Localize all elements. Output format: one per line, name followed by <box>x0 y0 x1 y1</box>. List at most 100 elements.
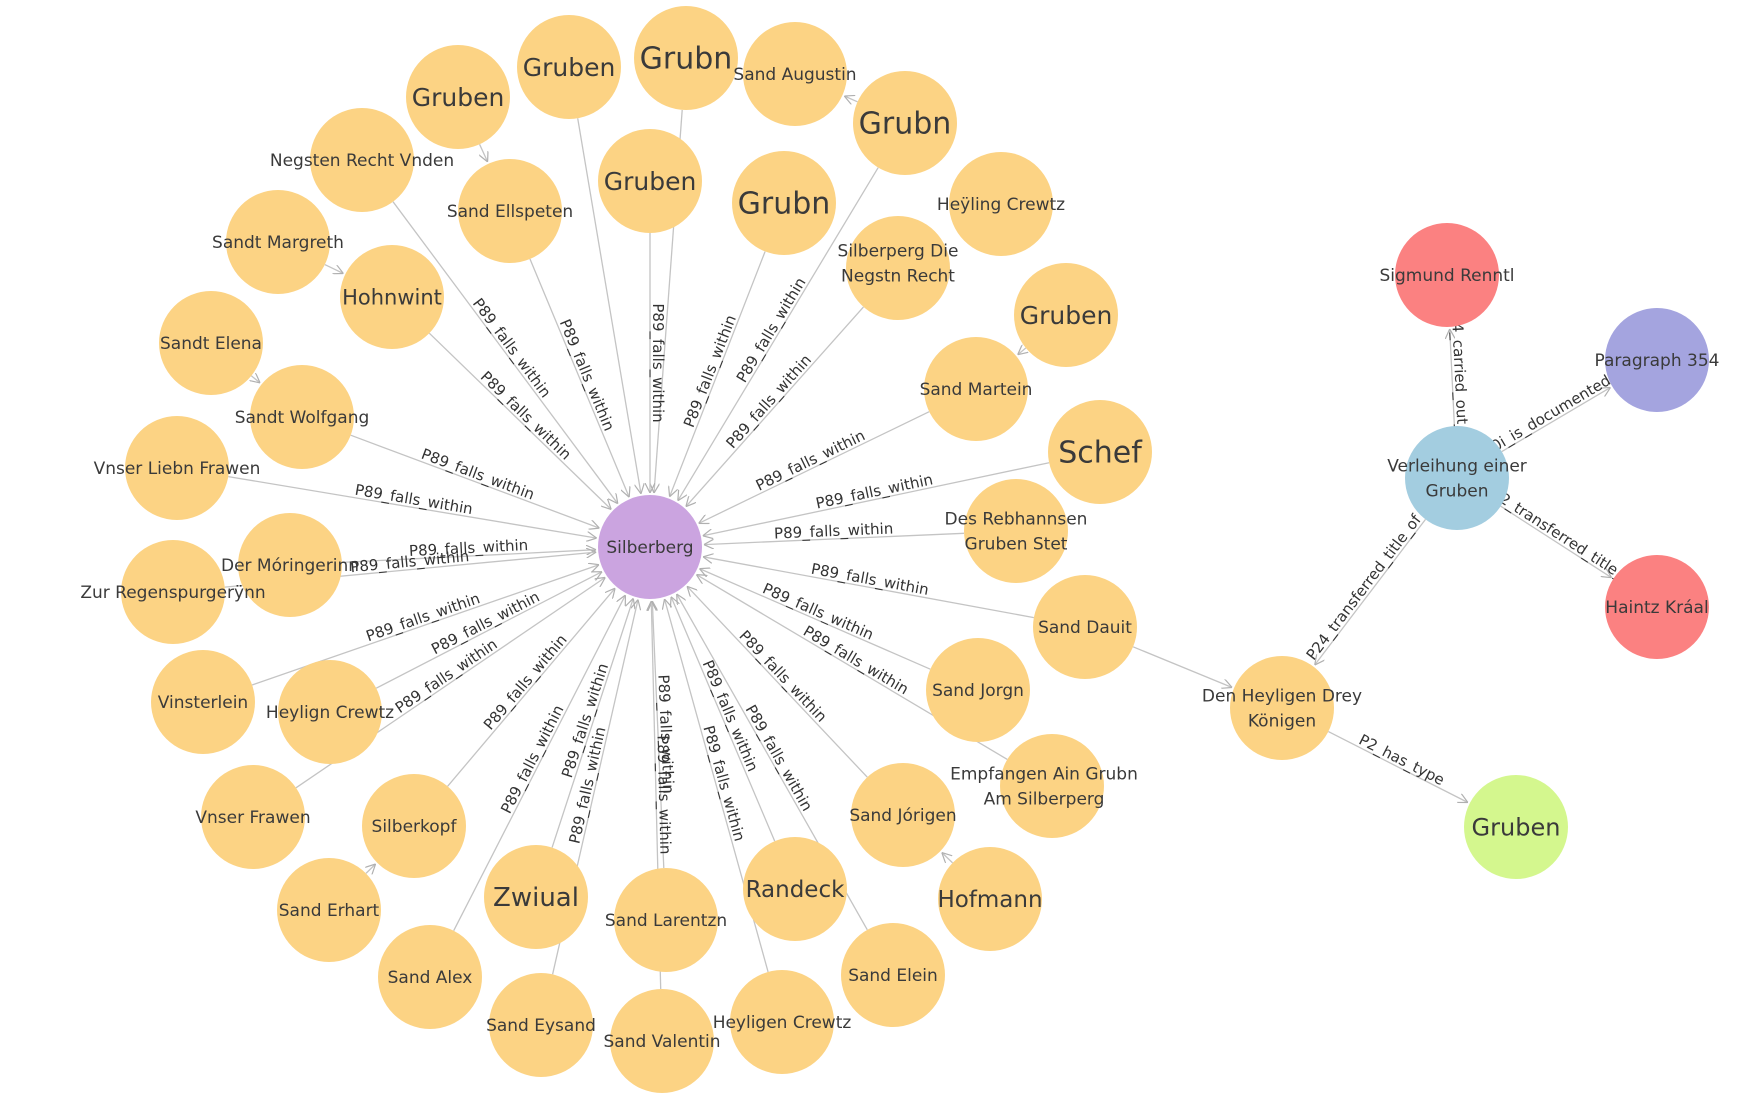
node-sand_eysand[interactable]: Sand Eysand <box>486 973 596 1077</box>
node-circle[interactable] <box>732 151 836 255</box>
node-circle[interactable] <box>743 837 847 941</box>
node-gruben1[interactable]: Gruben <box>406 45 510 149</box>
node-gruben3[interactable]: Gruben <box>598 129 702 233</box>
node-sand_jorgn[interactable]: Sand Jorgn <box>926 638 1030 742</box>
node-circle[interactable] <box>151 650 255 754</box>
node-circle[interactable] <box>853 71 957 175</box>
node-heylign_crewtz[interactable]: Heylign Crewtz <box>266 660 394 764</box>
node-label: Der Móringerinn <box>221 556 359 576</box>
node-zur_regensp[interactable]: Zur Regenspurgerÿnn <box>80 540 266 644</box>
node-circle[interactable] <box>238 513 342 617</box>
node-circle[interactable] <box>310 108 414 212</box>
node-gruben4[interactable]: Gruben <box>1014 263 1118 367</box>
node-heyling_crewtz[interactable]: Heÿling Crewtz <box>937 152 1065 256</box>
node-haintz[interactable]: Haintz Kráal <box>1605 555 1709 659</box>
node-circle[interactable] <box>634 6 738 110</box>
node-circle[interactable] <box>1000 734 1104 838</box>
node-zwiual[interactable]: Zwiual <box>484 845 588 949</box>
node-grubn3[interactable]: Grubn <box>732 151 836 255</box>
node-circle[interactable] <box>1048 400 1152 504</box>
node-sand_valentin[interactable]: Sand Valentin <box>603 989 721 1093</box>
node-label: Vnser Frawen <box>195 808 310 828</box>
node-sand_elein[interactable]: Sand Elein <box>841 923 945 1027</box>
node-sandt_wolfgang[interactable]: Sandt Wolfgang <box>235 365 370 469</box>
node-circle[interactable] <box>926 638 1030 742</box>
node-circle[interactable] <box>159 291 263 395</box>
node-grubn2[interactable]: Grubn <box>853 71 957 175</box>
node-circle[interactable] <box>517 15 621 119</box>
node-circle[interactable] <box>1230 656 1334 760</box>
node-circle[interactable] <box>489 973 593 1077</box>
node-randeck[interactable]: Randeck <box>743 837 847 941</box>
node-silberberg[interactable]: Silberberg <box>598 495 702 599</box>
node-circle[interactable] <box>278 660 382 764</box>
node-vinsterlein[interactable]: Vinsterlein <box>151 650 255 754</box>
node-circle[interactable] <box>846 216 950 320</box>
node-label: Grubn <box>859 107 952 142</box>
node-sand_larentzn[interactable]: Sand Larentzn <box>605 868 727 972</box>
node-sandt_elena[interactable]: Sandt Elena <box>159 291 263 395</box>
node-circle[interactable] <box>938 847 1042 951</box>
node-sand_erhart[interactable]: Sand Erhart <box>277 858 381 962</box>
node-sand_ellspeten[interactable]: Sand Ellspeten <box>447 159 573 263</box>
node-grubn1[interactable]: Grubn <box>634 6 738 110</box>
node-label: Sand Valentin <box>603 1032 720 1052</box>
node-gruben2[interactable]: Gruben <box>517 15 621 119</box>
node-der_moringerin[interactable]: Der Móringerinn <box>221 513 359 617</box>
node-circle[interactable] <box>484 845 588 949</box>
node-circle[interactable] <box>924 337 1028 441</box>
node-circle[interactable] <box>406 45 510 149</box>
node-circle[interactable] <box>362 774 466 878</box>
node-circle[interactable] <box>614 868 718 972</box>
node-circle[interactable] <box>1464 775 1568 879</box>
node-heyligen_crewtz[interactable]: Heyligen Crewtz <box>713 970 852 1074</box>
node-sigmund[interactable]: Sigmund Renntl <box>1379 223 1515 327</box>
node-circle[interactable] <box>841 923 945 1027</box>
node-circle[interactable] <box>1605 308 1709 412</box>
node-circle[interactable] <box>730 970 834 1074</box>
node-vnser_liebn[interactable]: Vnser Liebn Frawen <box>94 416 261 520</box>
node-circle[interactable] <box>378 925 482 1029</box>
node-circle[interactable] <box>458 159 562 263</box>
node-sand_alex[interactable]: Sand Alex <box>378 925 482 1029</box>
node-circle[interactable] <box>964 479 1068 583</box>
node-vnser_frawen[interactable]: Vnser Frawen <box>195 765 311 869</box>
node-sand_martein[interactable]: Sand Martein <box>920 337 1033 441</box>
node-circle[interactable] <box>125 416 229 520</box>
node-sand_dauit[interactable]: Sand Dauit <box>1033 575 1137 679</box>
edge-grubn3-silberberg <box>670 251 766 497</box>
node-circle[interactable] <box>250 365 354 469</box>
node-circle[interactable] <box>340 245 444 349</box>
node-circle[interactable] <box>851 763 955 867</box>
node-circle[interactable] <box>226 190 330 294</box>
node-sand_jorigen[interactable]: Sand Jórigen <box>849 763 957 867</box>
node-circle[interactable] <box>610 989 714 1093</box>
node-circle[interactable] <box>598 495 702 599</box>
node-circle[interactable] <box>1033 575 1137 679</box>
node-circle[interactable] <box>743 22 847 126</box>
node-gruben_type[interactable]: Gruben <box>1464 775 1568 879</box>
node-circle[interactable] <box>121 540 225 644</box>
node-circle[interactable] <box>949 152 1053 256</box>
node-paragraph[interactable]: Paragraph 354 <box>1595 308 1720 412</box>
node-schef[interactable]: Schef <box>1048 400 1152 504</box>
node-circle[interactable] <box>1405 426 1509 530</box>
node-sand_augustin[interactable]: Sand Augustin <box>733 22 857 126</box>
node-negsten[interactable]: Negsten Recht Vnden <box>270 108 454 212</box>
node-circle[interactable] <box>277 858 381 962</box>
node-sandt_margreth[interactable]: Sandt Margreth <box>212 190 344 294</box>
node-circle[interactable] <box>598 129 702 233</box>
node-circle[interactable] <box>1395 223 1499 327</box>
node-circle[interactable] <box>201 765 305 869</box>
node-circle[interactable] <box>1014 263 1118 367</box>
node-hofmann[interactable]: Hofmann <box>937 847 1043 951</box>
node-silberkopf[interactable]: Silberkopf <box>362 774 466 878</box>
node-hohnwint[interactable]: Hohnwint <box>340 245 444 349</box>
node-circle[interactable] <box>1605 555 1709 659</box>
